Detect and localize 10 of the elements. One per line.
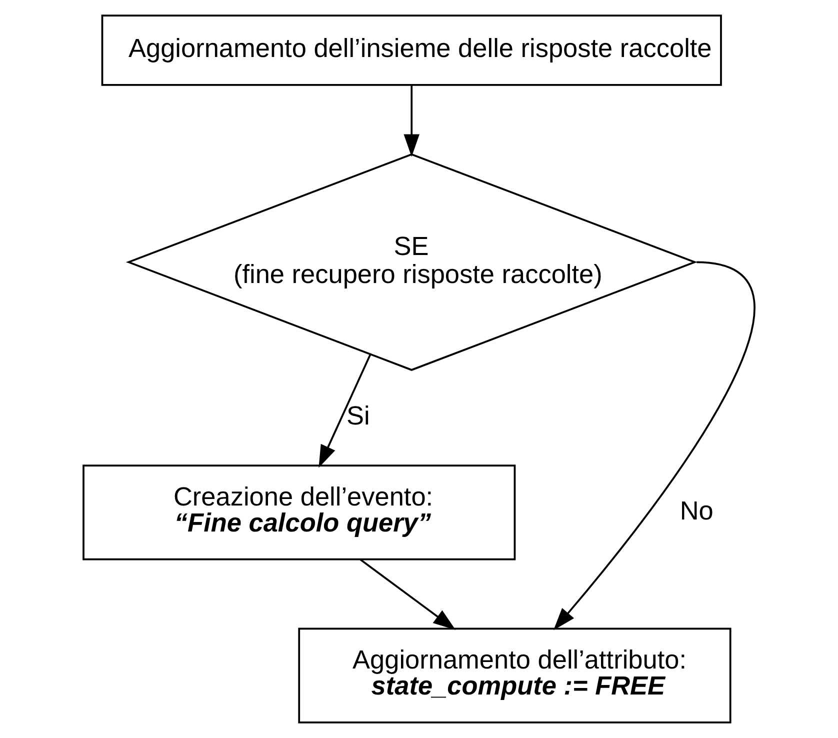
arrow (318, 354, 371, 468)
edge-label: No (679, 495, 713, 526)
node-box: Aggiornamento dell’insieme delle risposte raccolte (100, 14, 722, 86)
node-box: Creazione dell’evento: “Fine calcolo query” (82, 464, 516, 560)
node-diamond: SE (fine recupero risposte raccolte) (125, 153, 697, 371)
edge-label: Si (346, 400, 370, 431)
arrow (552, 261, 754, 630)
node-box: Aggiornamento dell’attributo: state_compute := FREE (298, 628, 731, 724)
arrow (359, 558, 456, 630)
arrow (403, 86, 419, 157)
